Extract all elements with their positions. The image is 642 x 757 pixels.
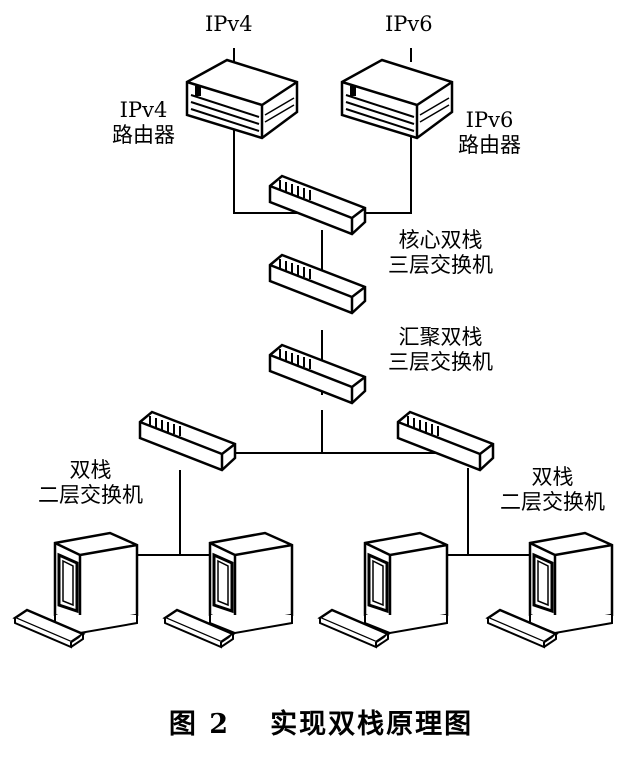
pc-2-icon [208, 531, 294, 635]
figure-caption: 图 2 实现双栈原理图 [0, 702, 642, 741]
core-switch-icon [268, 174, 367, 236]
right-l2-switch-label: 双栈 二层交换机 [500, 465, 605, 514]
pc-3-icon [363, 531, 449, 635]
figure-title: 实现双栈原理图 [270, 709, 474, 740]
ipv4-router-label: IPv4 路由器 [112, 98, 175, 147]
link-ipv4-router-core [233, 125, 310, 214]
ipv4-router-icon [185, 58, 299, 140]
left-l2-switch-icon [138, 410, 237, 472]
dist-switch-icon [268, 343, 367, 405]
core-switch-label: 核心双栈 三层交换机 [388, 228, 493, 277]
link-ipv6-router-core [355, 125, 412, 214]
ipv6-top-label: IPv6 [385, 12, 433, 36]
ipv4-top-label: IPv4 [205, 12, 253, 36]
agg-switch-icon [268, 253, 367, 315]
agg-switch-label: 汇聚双栈 三层交换机 [388, 325, 493, 374]
left-l2-switch-label: 双栈 二层交换机 [38, 458, 143, 507]
right-l2-switch-icon [396, 410, 495, 472]
pc-1-icon [53, 531, 139, 635]
ipv6-router-icon [340, 58, 454, 140]
figure-number: 图 2 [168, 709, 231, 740]
pc-4-icon [528, 531, 614, 635]
ipv6-router-label: IPv6 路由器 [458, 108, 521, 157]
